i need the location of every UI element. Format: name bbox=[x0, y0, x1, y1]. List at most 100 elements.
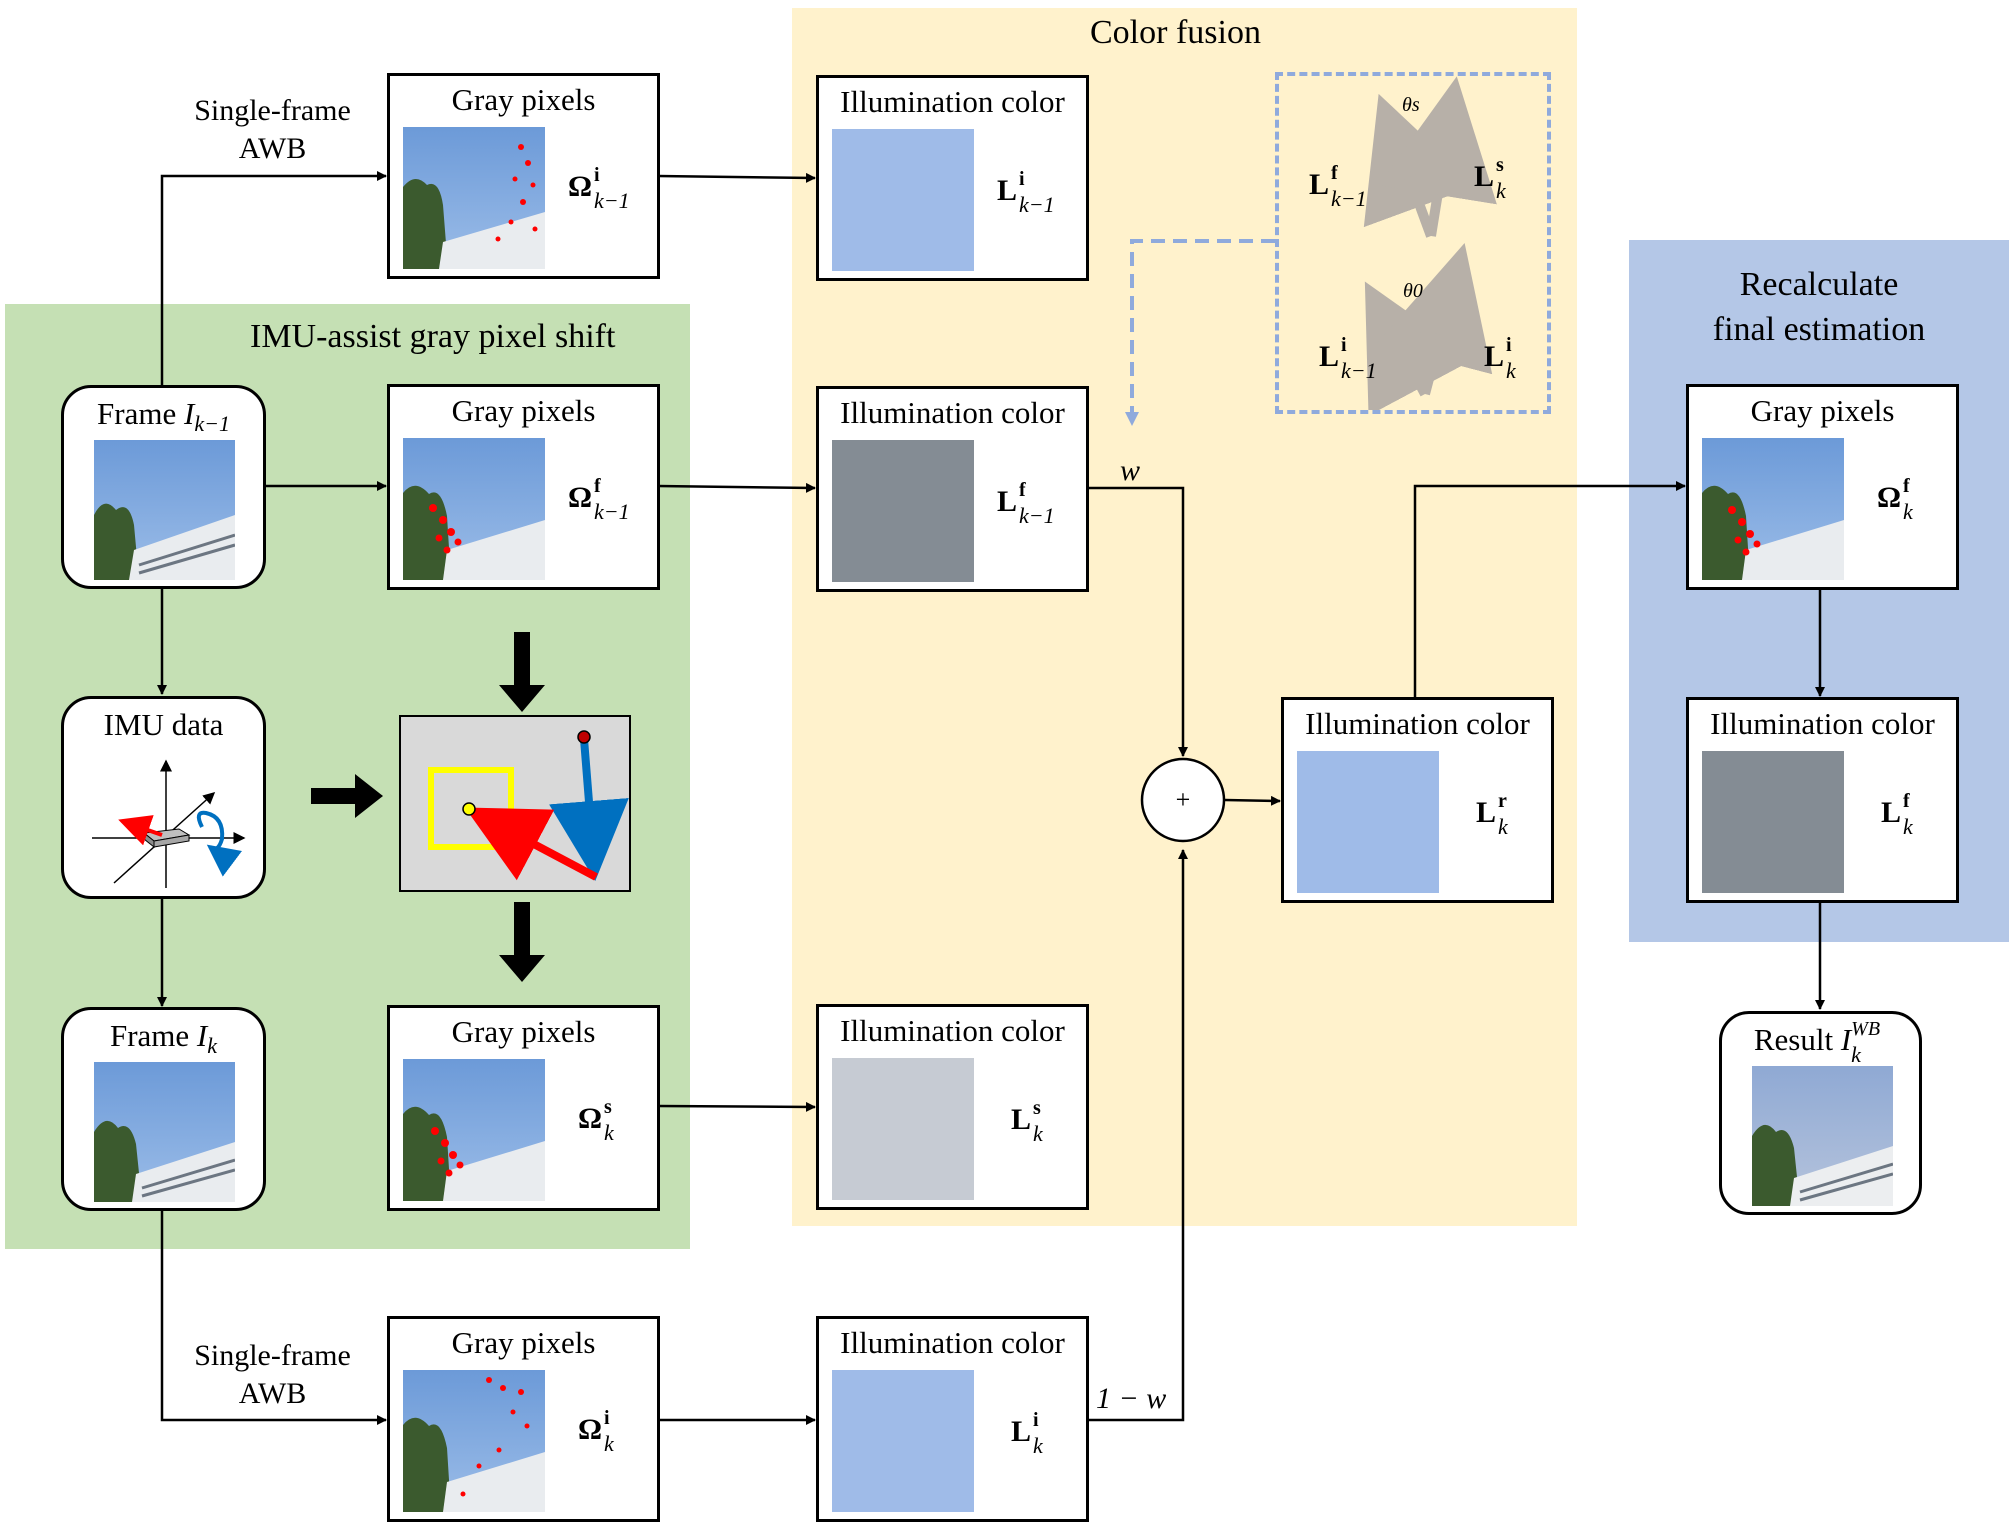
imu-shift-title: IMU-assist gray pixel shift bbox=[250, 318, 616, 355]
sym-sup: i bbox=[604, 1407, 610, 1429]
gray-pixels-thumbnail bbox=[403, 127, 545, 269]
illum-title: Illumination color bbox=[840, 1325, 1065, 1360]
sym-main: Ω bbox=[1877, 481, 1902, 514]
awb-bottom-line1: Single-frame bbox=[194, 1339, 351, 1372]
sym-sup: i bbox=[1019, 168, 1025, 190]
awb-top-line2: AWB bbox=[238, 132, 307, 165]
sym-sub: k−1 bbox=[1331, 186, 1367, 211]
sym-main: L bbox=[1881, 796, 1902, 829]
frame-prev-word: Frame bbox=[97, 396, 177, 431]
scene-image bbox=[94, 1062, 235, 1202]
scene-image bbox=[94, 440, 235, 580]
awb-bottom-line2: AWB bbox=[238, 1377, 307, 1410]
sym-main: L bbox=[1011, 1415, 1032, 1448]
frame-cur-word: Frame bbox=[109, 1018, 190, 1053]
sym-main: L bbox=[1319, 340, 1340, 373]
gray-pixels-thumbnail bbox=[403, 438, 545, 580]
awb-bottom-label: Single-frame AWB bbox=[180, 1337, 365, 1413]
imu-axes-icon bbox=[92, 759, 246, 888]
vec-i-cur bbox=[1376, 242, 1493, 396]
sym-sub: k bbox=[604, 1120, 614, 1145]
illum-swatch bbox=[832, 1058, 974, 1200]
gray-pixels-thumbnail bbox=[1702, 438, 1844, 580]
sym-sup: i bbox=[1033, 1409, 1039, 1431]
sym-sub: k bbox=[1506, 358, 1516, 383]
sym-sup: r bbox=[1498, 790, 1507, 812]
result-word: Result bbox=[1753, 1022, 1834, 1057]
imu-data-box[interactable]: IMU data bbox=[61, 696, 266, 899]
sym-main: L bbox=[1484, 340, 1505, 373]
gray-pixels-title: Gray pixels bbox=[451, 1325, 596, 1360]
edge-w bbox=[1088, 486, 1188, 757]
sym-sup: f bbox=[594, 475, 601, 497]
sym-sup: f bbox=[1019, 479, 1026, 501]
gray-pixels-title: Gray pixels bbox=[451, 393, 596, 428]
illum-title: Illumination color bbox=[1710, 706, 1935, 741]
edge-cur-to-awb-bottom bbox=[160, 1209, 387, 1425]
arrow-right-imu bbox=[311, 774, 383, 818]
sym-sub: k bbox=[1903, 814, 1913, 839]
scene-image bbox=[403, 438, 545, 580]
one-minus-w-text: 1 − w bbox=[1096, 1382, 1167, 1415]
sym-sub: k bbox=[1033, 1121, 1043, 1146]
sym-sup: i bbox=[594, 164, 600, 186]
angle-vectors bbox=[1363, 76, 1497, 410]
scene-image bbox=[403, 1059, 545, 1201]
sym-main: L bbox=[1309, 168, 1330, 201]
sym-sup: i bbox=[1506, 334, 1512, 356]
frame-prev-thumbnail bbox=[94, 440, 235, 580]
sym-sup: i bbox=[1341, 334, 1347, 356]
sym-sub: k−1 bbox=[594, 188, 630, 213]
sym-main: L bbox=[997, 174, 1018, 207]
sym-main: Ω bbox=[578, 1102, 603, 1135]
vec-s-cur bbox=[1378, 76, 1497, 237]
awb-top-line1: Single-frame bbox=[194, 94, 351, 127]
frame-cur-box[interactable]: Frame Ik bbox=[61, 1007, 266, 1211]
scene-image bbox=[1702, 438, 1844, 580]
illum-swatch bbox=[1297, 751, 1439, 893]
sum-node bbox=[1140, 757, 1226, 843]
gray-pixels-thumbnail bbox=[403, 1059, 545, 1201]
frame-prev-var: I bbox=[184, 396, 195, 431]
recalc-title: Recalculate final estimation bbox=[1629, 262, 2009, 352]
illum-title: Illumination color bbox=[840, 84, 1065, 119]
weight-one-minus-w-label: 1 − w bbox=[1096, 1380, 1166, 1418]
result-sup: WB bbox=[1851, 1018, 1881, 1040]
edge-lr-to-gray-f-cur bbox=[1413, 481, 1686, 697]
sym-sub: k bbox=[1496, 178, 1506, 203]
scene-image bbox=[403, 127, 545, 269]
arc-theta-0 bbox=[1401, 332, 1443, 347]
frame-prev-box[interactable]: Frame Ik−1 bbox=[61, 385, 266, 589]
sym-sub: k bbox=[604, 1431, 614, 1456]
arc-theta-s bbox=[1402, 173, 1441, 187]
sym-sup: s bbox=[604, 1096, 612, 1118]
sym-sup: f bbox=[1331, 162, 1338, 184]
result-thumbnail bbox=[1752, 1066, 1893, 1206]
gray-pixel-shift-illustration bbox=[399, 715, 631, 892]
theta-s-label: θs bbox=[1402, 94, 1420, 116]
imu-data-label: IMU data bbox=[103, 707, 224, 742]
sym-sub: k bbox=[1033, 1433, 1043, 1458]
sym-sub: k−1 bbox=[1019, 192, 1055, 217]
edge-gray-s-to-illum bbox=[657, 1101, 816, 1112]
